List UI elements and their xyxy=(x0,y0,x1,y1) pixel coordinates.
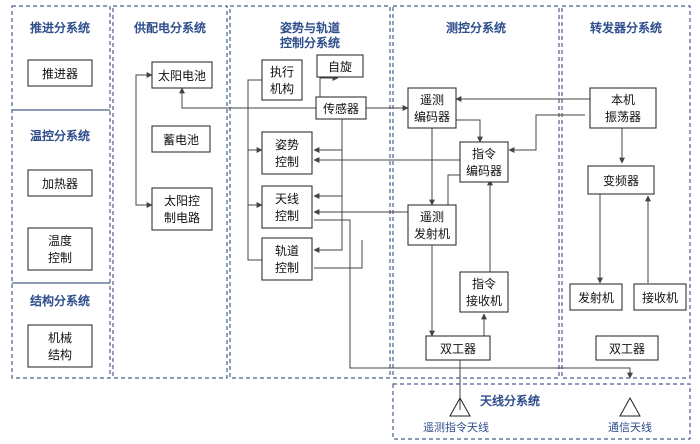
label-tm-tx-1: 遥测 xyxy=(420,210,444,224)
label-tm-encoder-1: 遥测 xyxy=(420,93,444,107)
box-diplexer-ttc xyxy=(425,335,491,361)
edge-sensor-spin xyxy=(319,75,339,97)
label-actuator-2: 机构 xyxy=(270,81,294,96)
section-title-transponder: 转发器分系统 xyxy=(590,20,662,35)
box-actuator xyxy=(261,59,303,101)
box-sensor xyxy=(315,96,367,120)
box-mechanical-structure xyxy=(27,324,93,368)
label-temp-ctrl-1: 温度 xyxy=(48,233,72,248)
label-comm-antenna: 通信天线 xyxy=(608,420,652,434)
label-antenna-ctrl-1: 天线 xyxy=(275,192,299,206)
label-solar-ctrl-2: 制电路 xyxy=(164,210,200,225)
edge-orbit-out xyxy=(314,240,363,269)
box-heater xyxy=(27,169,93,197)
section-title-attitude-line2: 控制分系统 xyxy=(280,35,340,50)
edge-sensor-orbit xyxy=(313,117,343,253)
left-column-frame xyxy=(11,5,111,379)
box-cmd-rx xyxy=(459,271,509,313)
antenna-frame xyxy=(392,383,691,440)
label-mech-2: 结构 xyxy=(48,347,72,362)
label-attitude-2: 控制 xyxy=(275,155,299,169)
connections xyxy=(135,72,651,410)
components: 推进器 加热器 温度 控制 机械 结构 太阳电池 蓄电池 太阳控 制电路 执行 … xyxy=(27,54,687,368)
box-attitude-ctrl xyxy=(261,131,313,175)
box-antenna-ctrl xyxy=(261,185,313,229)
section-title-ttc: 测控分系统 xyxy=(446,20,506,35)
box-battery xyxy=(151,125,211,153)
label-cmd-rx-1: 指令 xyxy=(472,276,496,291)
box-transmitter xyxy=(569,283,623,311)
label-cmd-rx-2: 接收机 xyxy=(466,293,502,308)
label-cmd-encoder-2: 编码器 xyxy=(466,163,502,178)
section-title-propulsion: 推进分系统 xyxy=(30,20,90,35)
edge-cmd-encoder-antenna xyxy=(313,174,460,215)
box-thruster xyxy=(27,59,93,87)
label-attitude-1: 姿势 xyxy=(275,138,299,152)
label-tm-encoder-2: 编码器 xyxy=(414,109,450,124)
label-sensor: 传感器 xyxy=(323,101,359,116)
section-title-power: 供配电分系统 xyxy=(133,20,206,35)
label-tm-tx-2: 发射机 xyxy=(414,226,450,241)
section-frames xyxy=(11,5,691,440)
ttc-frame xyxy=(392,5,560,379)
box-temp-ctrl xyxy=(27,227,93,271)
box-local-osc xyxy=(589,87,657,129)
label-spin: 自旋 xyxy=(328,60,352,74)
edge-solar-array-solar-ctrl xyxy=(135,72,153,208)
box-diplexer-tr xyxy=(595,335,659,361)
box-receiver xyxy=(633,283,687,311)
label-orbit-2: 控制 xyxy=(275,261,299,275)
section-title-attitude-line1: 姿势与轨道 xyxy=(280,20,340,35)
label-ttc-antenna: 遥测指令天线 xyxy=(423,420,489,434)
label-solar-ctrl-1: 太阳控 xyxy=(164,193,200,208)
section-title-antenna: 天线分系统 xyxy=(480,393,540,408)
box-tm-encoder xyxy=(407,87,457,129)
edge-antenna-ctrl-comm-antenna xyxy=(314,219,633,379)
label-diplexer-tr: 双工器 xyxy=(609,342,645,356)
label-transmitter: 发射机 xyxy=(578,290,614,305)
label-diplexer-ttc: 双工器 xyxy=(440,342,476,356)
power-frame xyxy=(112,5,228,379)
label-orbit-1: 轨道 xyxy=(275,244,299,258)
box-orbit-ctrl xyxy=(261,237,313,281)
label-battery: 蓄电池 xyxy=(163,133,199,147)
box-freq-conv xyxy=(587,165,655,195)
edge-tm-encoder-cmd-encoder xyxy=(455,119,483,143)
antennas: 遥测指令天线 通信天线 xyxy=(423,396,652,434)
section-titles: 推进分系统 温控分系统 结构分系统 供配电分系统 姿势与轨道 控制分系统 测控分… xyxy=(30,20,662,408)
section-title-thermal: 温控分系统 xyxy=(30,128,90,143)
label-thruster: 推进器 xyxy=(42,67,78,81)
transponder-frame xyxy=(561,5,691,379)
label-temp-ctrl-2: 控制 xyxy=(48,251,72,265)
attitude-frame xyxy=(229,5,391,379)
label-local-osc-1: 本机 xyxy=(611,93,635,107)
label-local-osc-2: 振荡器 xyxy=(605,110,641,124)
edge-local-osc-cmd-encoder xyxy=(508,114,585,153)
label-antenna-ctrl-2: 控制 xyxy=(275,209,299,223)
box-solar-array xyxy=(151,61,213,89)
label-actuator-1: 执行 xyxy=(270,65,294,79)
label-freq-conv: 变频器 xyxy=(603,173,639,188)
label-cmd-encoder-1: 指令 xyxy=(472,146,496,161)
box-spin xyxy=(316,54,364,78)
ttc-antenna-icon xyxy=(449,396,471,417)
edge-actuator-bus xyxy=(247,79,262,261)
section-title-structure: 结构分系统 xyxy=(30,293,90,308)
box-solar-ctrl xyxy=(151,187,213,231)
label-mech-1: 机械 xyxy=(48,330,72,345)
label-solar-array: 太阳电池 xyxy=(158,68,206,83)
label-heater: 加热器 xyxy=(42,177,78,191)
box-cmd-encoder xyxy=(459,141,509,183)
label-receiver: 接收机 xyxy=(642,290,678,305)
comm-antenna-icon xyxy=(619,396,641,417)
box-tm-tx xyxy=(407,204,457,246)
